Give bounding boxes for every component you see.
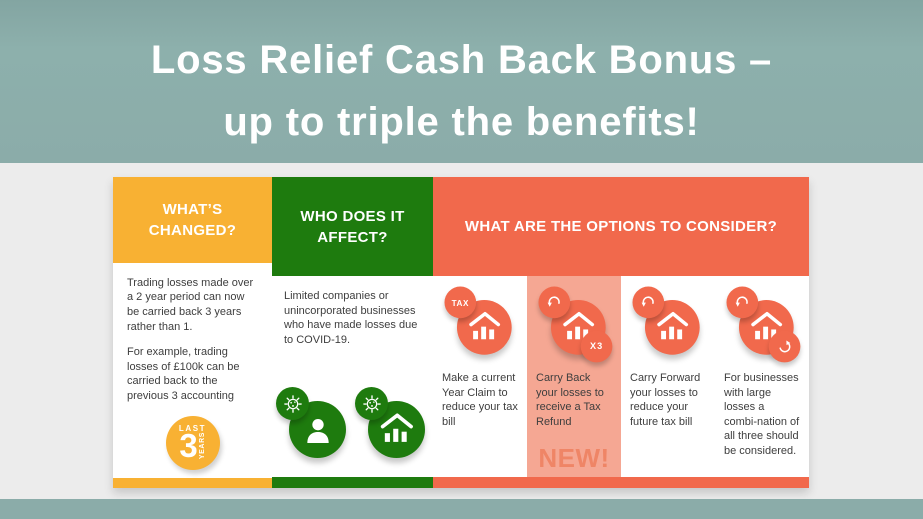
green-footer-strip — [272, 477, 433, 488]
yellow-footer-strip — [113, 478, 272, 488]
new-tag: NEW! — [538, 443, 610, 473]
column-options: WHAT ARE THE OPTIONS TO CONSIDER? TAX Ma… — [433, 177, 809, 488]
combination-icon — [726, 286, 801, 363]
hero-banner: Loss Relief Cash Back Bonus – up to trip… — [0, 0, 923, 163]
whats-changed-title: WHAT’S CHANGED? — [148, 200, 237, 239]
covid-business-icon — [355, 387, 428, 465]
virus-icon — [276, 387, 309, 420]
page-title-line-2: up to triple the benefits! — [223, 100, 700, 144]
page-title-line-1: Loss Relief Cash Back Bonus – — [150, 38, 773, 82]
last-3-years-badge: LAST 3 YEARS — [165, 416, 220, 471]
option-text: Carry Forward your losses to reduce your… — [630, 372, 701, 428]
badge-years-label: YEARS — [198, 432, 206, 460]
option-combination: For businesses with large losses a combi… — [715, 276, 809, 477]
infographic-card: WHAT’S CHANGED? Trading losses made over… — [113, 177, 809, 488]
carry-back-arrow-icon — [538, 286, 571, 319]
option-carry-forward: Carry Forward your losses to reduce your… — [621, 276, 715, 477]
tax-claim-icon: TAX — [444, 286, 514, 362]
orange-footer-strip — [433, 477, 809, 488]
tax-badge: TAX — [444, 286, 477, 319]
carry-back-arrow-icon — [726, 286, 759, 319]
carry-forward-icon — [632, 286, 702, 362]
options-header: WHAT ARE THE OPTIONS TO CONSIDER? — [433, 177, 809, 276]
column-who-affected: WHO DOES IT AFFECT? Limited companies or… — [272, 177, 433, 488]
options-title: WHAT ARE THE OPTIONS TO CONSIDER? — [464, 218, 778, 235]
carry-forward-arrow-icon — [768, 330, 801, 363]
carry-forward-arrow-icon — [632, 286, 665, 319]
option-current-year-claim: TAX Make a current Year Claim to reduce … — [433, 276, 527, 477]
x3-badge: X3 — [580, 330, 613, 363]
option-text: For businesses with large losses a combi… — [724, 372, 800, 457]
badge-last-label: LAST — [178, 424, 207, 434]
affect-paragraph: Limited companies or unincorporated busi… — [284, 290, 418, 346]
who-affected-header: WHO DOES IT AFFECT? — [272, 177, 433, 276]
affected-icons-row — [276, 387, 425, 469]
changed-paragraph-2: For example, trading losses of £100k can… — [127, 346, 240, 402]
changed-paragraph-1: Trading losses made over a 2 year period… — [127, 276, 254, 333]
virus-icon — [355, 387, 388, 420]
whats-changed-header: WHAT’S CHANGED? — [113, 177, 272, 263]
carry-back-icon: X3 — [538, 286, 613, 363]
badge-number: 3 — [179, 427, 198, 465]
who-affected-body: Limited companies or unincorporated busi… — [272, 276, 433, 477]
option-text: Make a current Year Claim to reduce your… — [442, 372, 518, 428]
covid-person-icon — [276, 387, 349, 465]
bottom-teal-bar — [0, 499, 923, 519]
who-affected-title: WHO DOES IT AFFECT? — [300, 207, 405, 246]
column-whats-changed: WHAT’S CHANGED? Trading losses made over… — [113, 177, 272, 488]
option-text: Carry Back your losses to receive a Tax … — [536, 372, 604, 428]
whats-changed-body: Trading losses made over a 2 year period… — [113, 262, 272, 479]
options-body: TAX Make a current Year Claim to reduce … — [433, 276, 809, 477]
option-carry-back: X3 Carry Back your losses to receive a T… — [527, 276, 621, 477]
